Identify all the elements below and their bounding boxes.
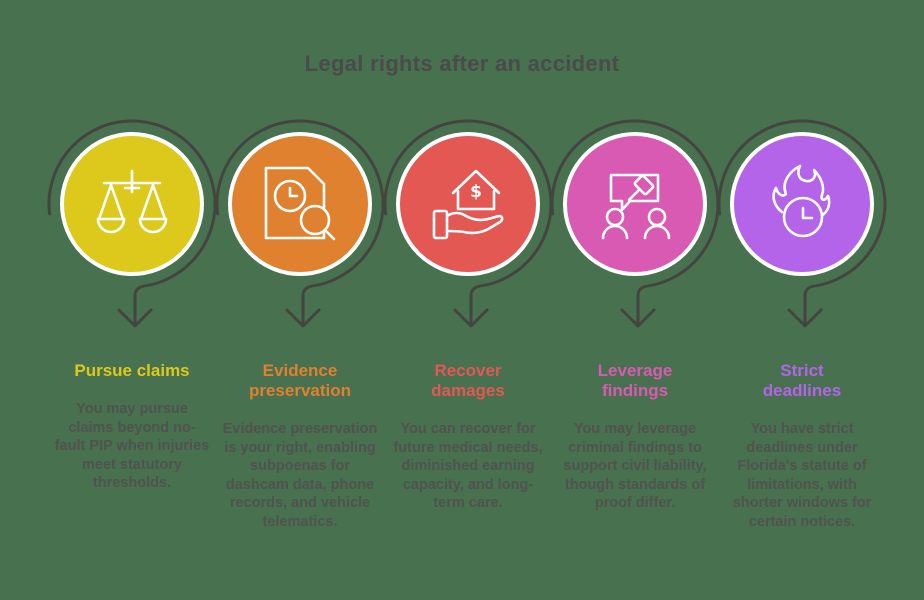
step-leverage-findings: Leverage findings You may leverage crimi… (550, 0, 720, 600)
down-arrow-icon (620, 308, 656, 328)
step-graphic: $ (383, 119, 553, 328)
step-description: You have strict deadlines under Florida'… (732, 421, 872, 530)
scales-of-justice-icon (96, 169, 168, 234)
step-description: Evidence preservation is your right, ena… (222, 421, 378, 530)
dollar-sign: $ (470, 182, 482, 202)
step-heading: Evidence preservation (248, 361, 352, 400)
circle-arc-connector (550, 119, 720, 326)
hand-house-dollar-icon: $ (432, 169, 504, 240)
step-strict-deadlines: Strict deadlines You have strict deadlin… (717, 0, 887, 600)
speech-bubble-gavel-people-icon (601, 173, 671, 240)
circle-arc-connector (383, 119, 553, 326)
flame-clock-icon (772, 164, 831, 238)
step-description: You may pursue claims beyond no-fault PI… (54, 401, 210, 491)
step-circle (563, 132, 707, 276)
circle-arc-connector (47, 119, 217, 326)
page-title: Legal rights after an accident (304, 51, 620, 76)
circle-arc-connector (717, 119, 887, 326)
down-arrow-icon (787, 308, 823, 328)
step-graphic (717, 119, 887, 328)
document-clock-magnifier-icon (264, 166, 336, 241)
down-arrow-icon (285, 308, 321, 328)
step-graphic (47, 119, 217, 328)
step-heading: Strict deadlines (762, 361, 842, 400)
step-circle (396, 132, 540, 276)
down-arrow-icon (453, 308, 489, 328)
step-graphic (215, 119, 385, 328)
step-graphic (550, 119, 720, 328)
step-description: You can recover for future medical needs… (393, 421, 543, 511)
step-heading: Leverage findings (597, 361, 673, 400)
step-circle (228, 132, 372, 276)
step-heading: Recover damages (431, 361, 505, 400)
step-evidence-preservation: Evidence preservation Evidence preservat… (215, 0, 385, 600)
step-circle (60, 132, 204, 276)
step-heading: Pursue claims (74, 361, 190, 380)
step-recover-damages: $ Recover damages You can recover for fu… (383, 0, 553, 600)
down-arrow-icon (117, 308, 153, 328)
step-pursue-claims: Pursue claims You may pursue claims beyo… (47, 0, 217, 600)
step-description: You may leverage criminal findings to su… (563, 421, 707, 511)
circle-arc-connector (215, 119, 385, 326)
